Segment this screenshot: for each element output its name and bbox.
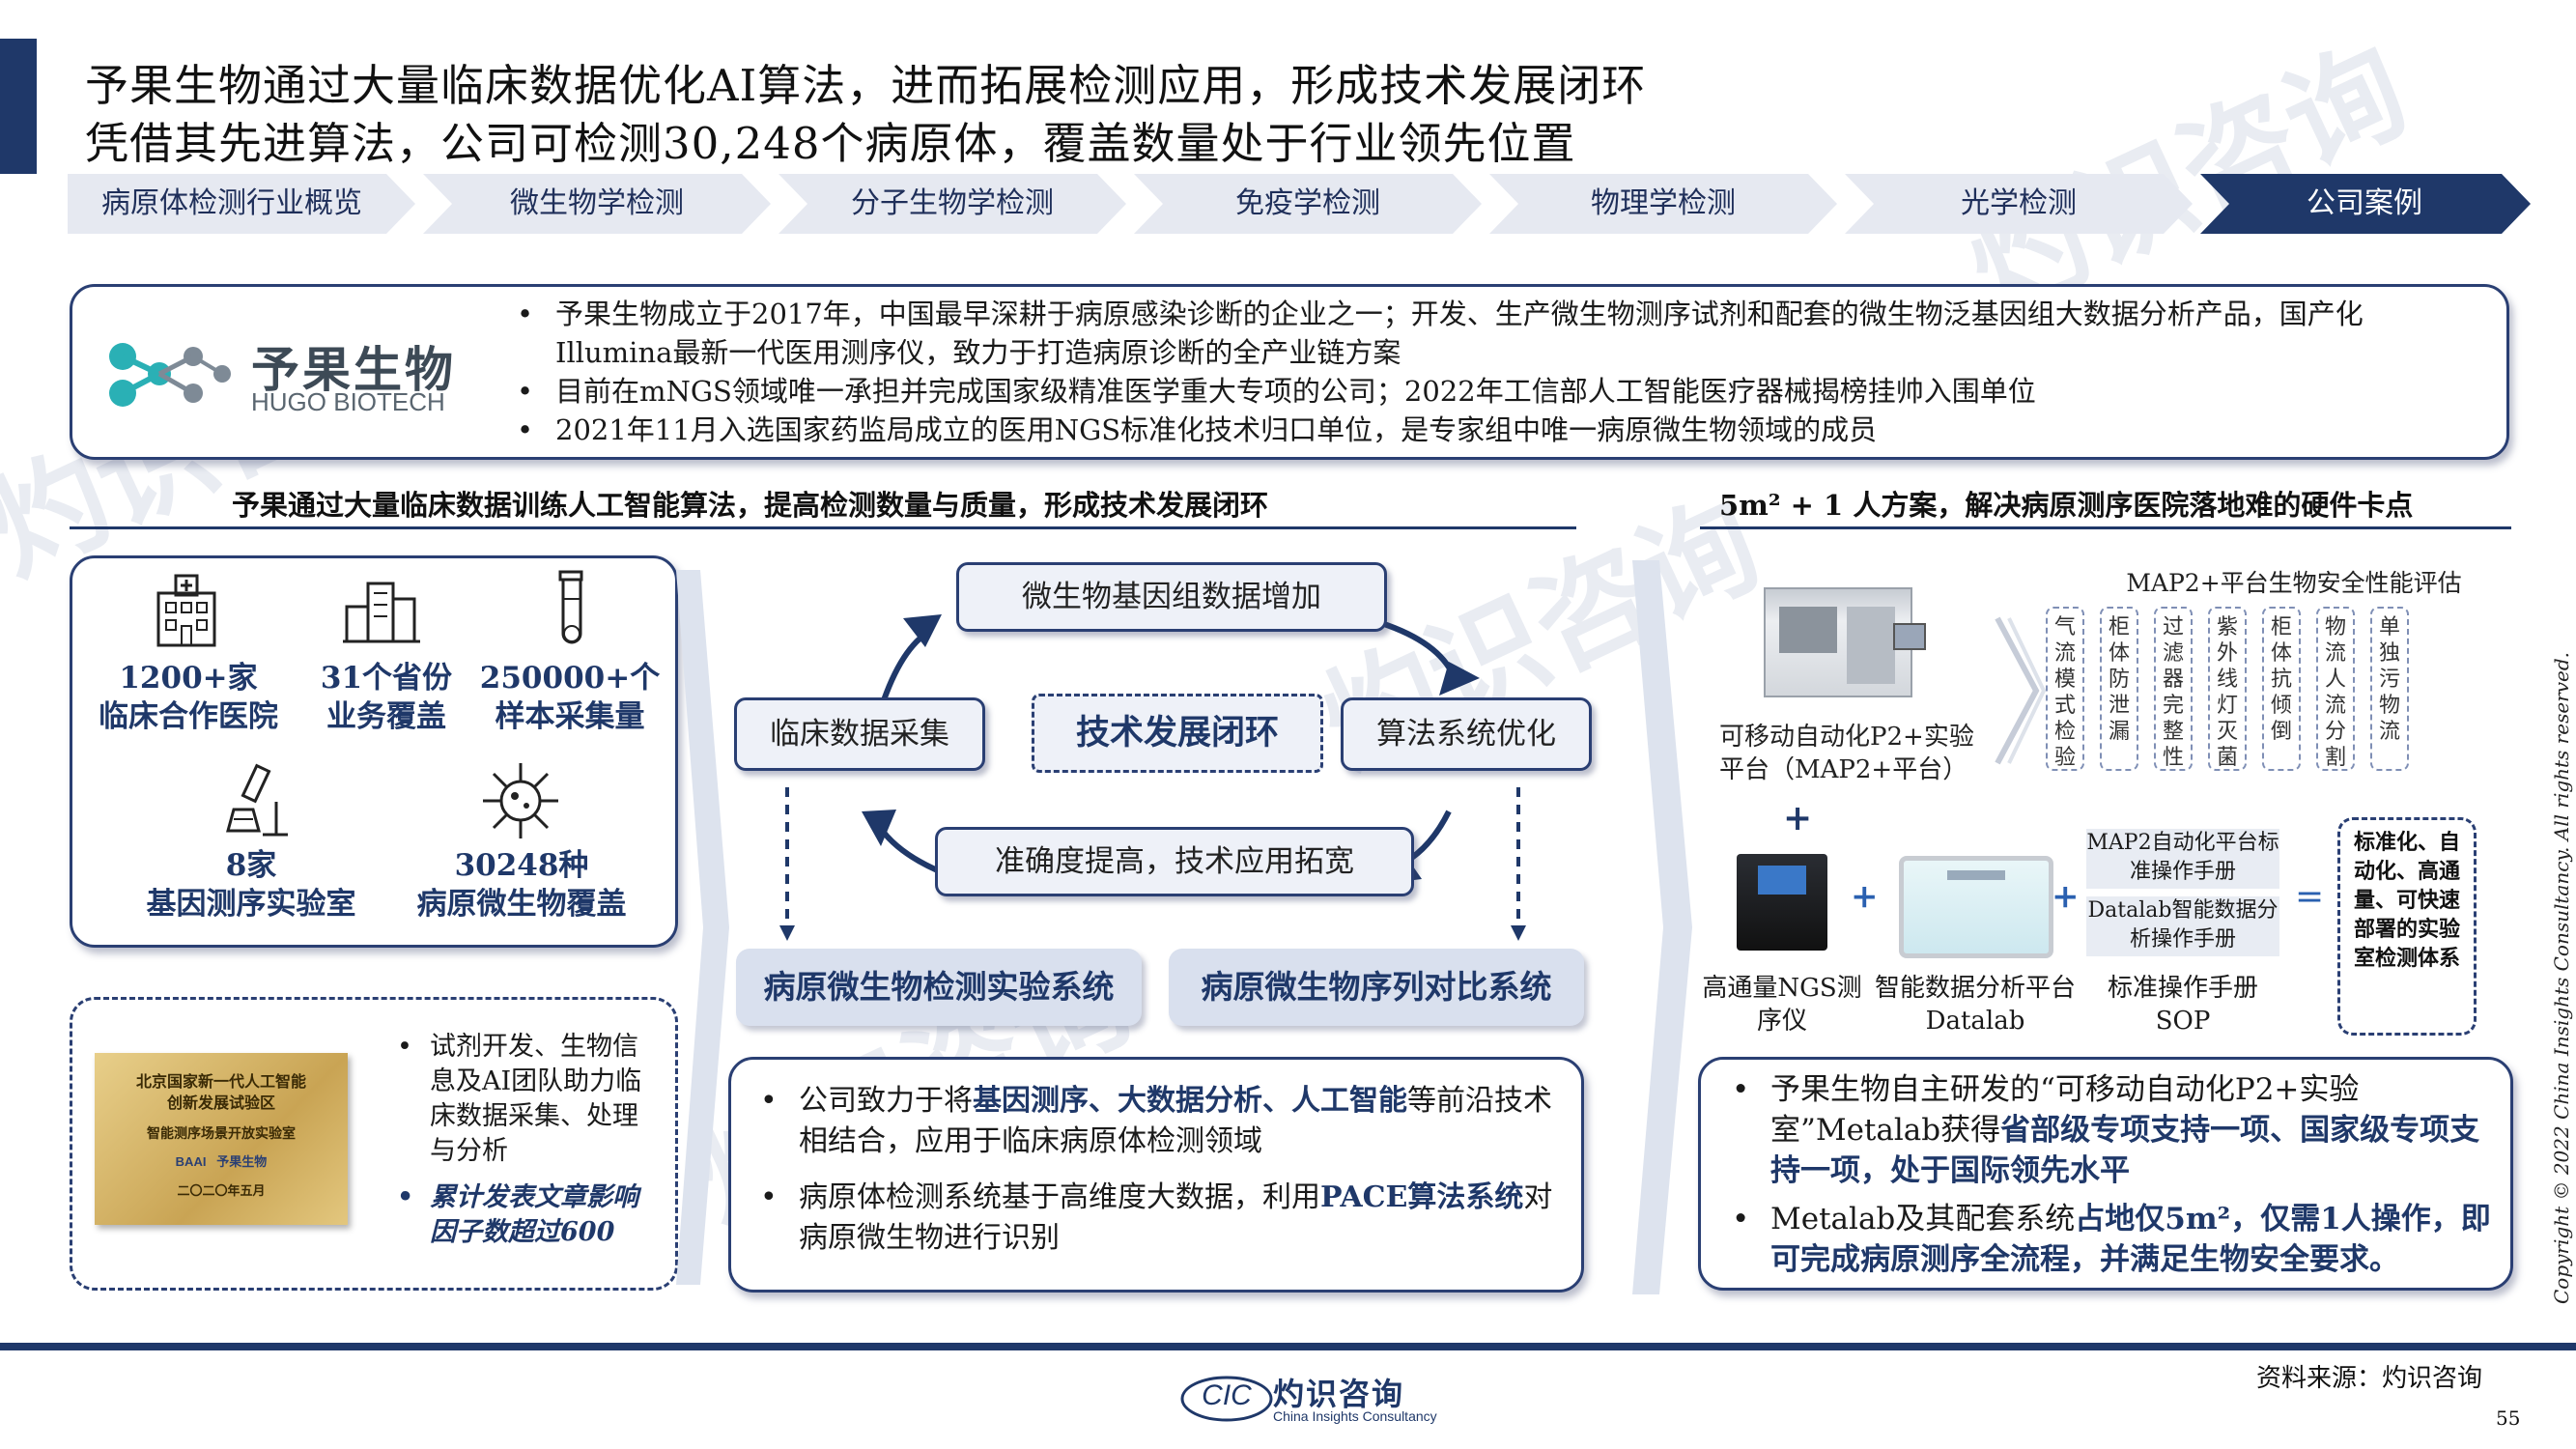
sequence-compare-system: 病原微生物序列对比系统: [1169, 949, 1584, 1026]
footer-bar: [0, 1343, 2576, 1350]
page-subtitle: 凭借其先进算法，公司可检测30,248个病原体，覆盖数量处于行业领先位置: [85, 118, 1576, 169]
page-number: 55: [2496, 1406, 2521, 1430]
ngs-label: 高通量NGS测序仪: [1702, 974, 1862, 1036]
company-bullet: •目前在mNGS领域唯一承担并完成国家级精准医学重大专项的公司；2022年工信部…: [517, 375, 2036, 408]
header-accent-bar: [0, 39, 37, 174]
tab-molecular[interactable]: 分子生物学检测: [851, 186, 1054, 220]
datalab-image: [1899, 856, 2053, 958]
loop-top-box: 微生物基因组数据增加: [956, 562, 1387, 632]
map2-platform-image: [1764, 587, 1912, 697]
tech-summary-card: •公司致力于将基因测序、大数据分析、人工智能等前沿技术相结合，应用于临床病原体检…: [728, 1057, 1584, 1293]
plaque-bullet-highlight: •累计发表文章影响因子数超过600: [397, 1182, 638, 1247]
detection-lab-system: 病原微生物检测实验系统: [736, 949, 1142, 1026]
cic-logo-cn: 灼识咨询: [1273, 1377, 1405, 1411]
chevron-right-icon: [1995, 616, 2046, 765]
tab-overview[interactable]: 病原体检测行业概览: [101, 186, 362, 220]
tab-microbiology[interactable]: 微生物学检测: [510, 186, 684, 220]
plus-icon: +: [2052, 877, 2080, 916]
feature-uv: 紫外线灯灭菌: [2208, 607, 2247, 771]
map2-caption: 可移动自动化P2+实验平台（MAP2+平台）: [1719, 723, 1974, 784]
buildings-icon: [343, 582, 420, 643]
loop-center-box: 技术发展闭环: [1032, 694, 1323, 773]
flow-chevron: [676, 570, 729, 1285]
datalab-label: 智能数据分析平台Datalab: [1874, 974, 2076, 1036]
lab-system-result: 标准化、自动化、高通量、可快速部署的实验室检测体系: [2337, 817, 2477, 1036]
copyright-container: Copyright © 2022 China Insights Consulta…: [2536, 652, 2573, 1304]
loop-right-box: 算法系统优化: [1341, 697, 1592, 771]
feature-airflow: 气流模式检验: [2046, 607, 2084, 771]
logo-cn-text: 予果生物: [251, 343, 456, 397]
stat-samples: 250000+个样本采集量: [479, 661, 661, 734]
company-bullet: •2021年11月入选国家药监局成立的医用NGS标准化技术归口单位，是专家组中唯…: [517, 413, 1878, 446]
plaque-bullet: •试剂开发、生物信息及AI团队助力临床数据采集、处理与分析: [397, 1032, 642, 1166]
tab-physics[interactable]: 物理学检测: [1591, 186, 1736, 220]
tech-bullet: •病原体检测系统基于高维度大数据，利用PACE算法系统对病原微生物进行识别: [760, 1180, 1553, 1255]
flow-chevron: [1632, 560, 1692, 1294]
map2-evaluation-title: MAP2+平台生物安全性能评估: [2126, 569, 2462, 597]
plus-icon: +: [1851, 877, 1879, 916]
feature-waste: 单独污物流: [2370, 607, 2409, 771]
sop-label: 标准操作手册SOP: [2107, 974, 2258, 1036]
tab-company-case[interactable]: 公司案例: [2307, 186, 2422, 220]
metalab-summary-card: •予果生物自主研发的“可移动自动化P2+实验室”Metalab获得省部级专项支持…: [1698, 1057, 2513, 1291]
stat-hospitals: 1200+家临床合作医院: [99, 661, 278, 734]
company-bullet: •予果生物成立于2017年，中国最早深耕于病原感染诊断的企业之一；开发、生产微生…: [517, 298, 2364, 369]
stat-labs: 8家基因测序实验室: [146, 848, 356, 922]
right-section-title: 5m² + 1 人方案，解决病原测序医院落地难的硬件卡点: [1719, 489, 2414, 522]
tab-immunology[interactable]: 免疫学检测: [1235, 186, 1380, 220]
virus-icon: [483, 763, 558, 838]
plus-icon: +: [1783, 798, 1813, 838]
cic-logo-en: China Insights Consultancy: [1273, 1408, 1437, 1424]
cic-logo-icon: CIC: [1178, 1372, 1275, 1426]
right-section-divider: [1700, 526, 2511, 529]
tab-optical[interactable]: 光学检测: [1961, 186, 2077, 220]
stat-pathogens: 30248种病原微生物覆盖: [416, 848, 627, 922]
test-tube-icon: [558, 570, 583, 644]
award-plaque: 北京国家新一代人工智能 创新发展试验区 智能测序场景开放实验室 BAAI 予果生…: [95, 1053, 348, 1225]
equals-icon: =: [2295, 877, 2325, 917]
company-intro-card: 予果生物 HUGO BIOTECH •予果生物成立于2017年，中国最早深耕于病…: [70, 284, 2509, 460]
cic-logo-text: CIC: [1202, 1379, 1252, 1411]
page-title: 予果生物通过大量临床数据优化AI算法，进而拓展检测应用，形成技术发展闭环: [85, 60, 1647, 111]
microscope-icon: [226, 763, 288, 837]
hugo-logo-icon: [101, 335, 237, 412]
sop-item: MAP2自动化平台标准操作手册: [2086, 829, 2279, 889]
metalab-bullet: •Metalab及其配套系统占地仅5m²，仅需1人操作，即可完成病原测序全流程，…: [1732, 1202, 2491, 1277]
feature-filter: 过滤器完整性: [2154, 607, 2193, 771]
monitor-icon: [1893, 623, 1926, 650]
tech-bullet: •公司致力于将基因测序、大数据分析、人工智能等前沿技术相结合，应用于临床病原体检…: [760, 1084, 1552, 1158]
feature-leakproof: 柜体防泄漏: [2100, 607, 2138, 771]
sop-item: Datalab智能数据分析操作手册: [2086, 896, 2279, 956]
copyright-text: Copyright © 2022 China Insights Consulta…: [2550, 651, 2573, 1304]
loop-bottom-box: 准确度提高，技术应用拓宽: [935, 827, 1414, 896]
nav-chevrons: [68, 174, 2531, 234]
feature-flow-split: 物流人流分割: [2316, 607, 2355, 771]
loop-left-box: 临床数据采集: [734, 697, 985, 771]
section-nav: 病原体检测行业概览 微生物学检测 分子生物学检测 免疫学检测 物理学检测 光学检…: [68, 174, 2540, 234]
feature-anti-tip: 柜体抗倾倒: [2262, 607, 2301, 771]
loop-arrows: [779, 614, 1526, 941]
hospital-icon: [156, 574, 216, 647]
metalab-bullet: •予果生物自主研发的“可移动自动化P2+实验室”Metalab获得省部级专项支持…: [1732, 1072, 2480, 1188]
left-section-title: 予果通过大量临床数据训练人工智能算法，提高检测数量与质量，形成技术发展闭环: [232, 489, 1269, 522]
left-section-divider: [70, 526, 1576, 529]
ngs-sequencer-image: [1719, 850, 1845, 956]
stat-provinces: 31个省份业务覆盖: [320, 661, 453, 734]
source-note: 资料来源：灼识咨询: [2256, 1364, 2483, 1393]
logo-en-text: HUGO BIOTECH: [251, 387, 445, 416]
